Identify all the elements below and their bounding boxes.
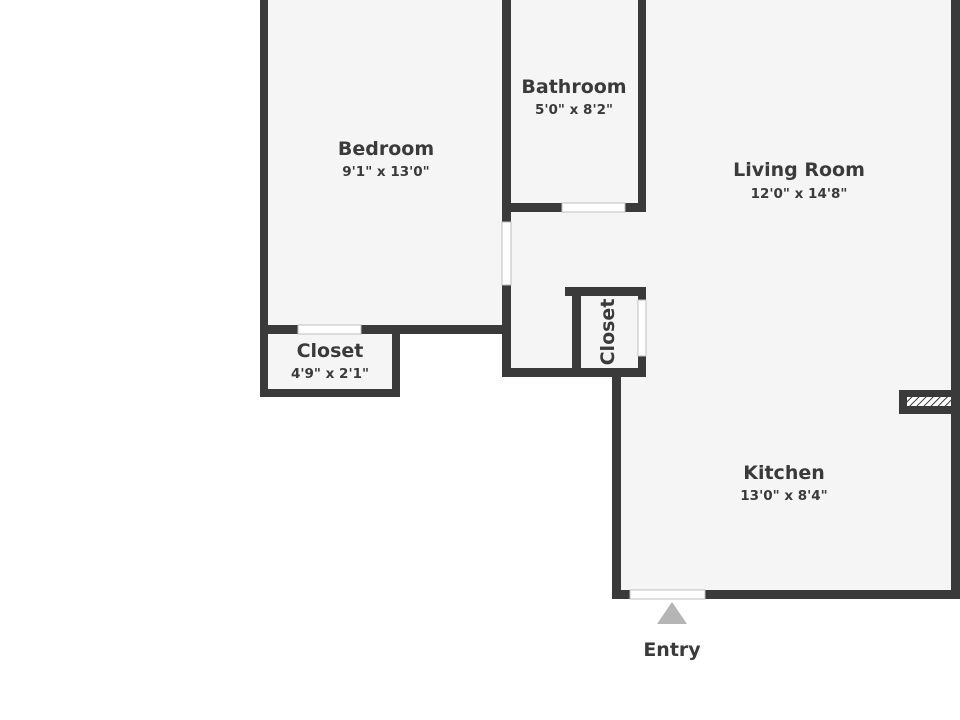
living-room-floor xyxy=(645,0,951,212)
bathroom-dimensions: 5'0" x 8'2" xyxy=(535,102,613,118)
closet-center-floor xyxy=(580,296,638,368)
kitchen-dimensions: 13'0" x 8'4" xyxy=(740,488,827,504)
kitchen-bottom-wall xyxy=(612,590,960,599)
closet-left-label: Closet xyxy=(297,340,364,362)
hall-left-wall xyxy=(502,285,511,377)
bathroom-right-wall xyxy=(638,0,646,212)
living-room-label: Living Room xyxy=(733,159,865,181)
bedroom-floor xyxy=(268,0,502,328)
bedroom-label: Bedroom xyxy=(338,138,434,160)
bathroom-label: Bathroom xyxy=(521,76,626,98)
walls xyxy=(260,0,960,599)
bedroom-right-wall-upper xyxy=(502,0,511,222)
bathroom-door-opening xyxy=(561,202,626,213)
room-labels: Bedroom 9'1" x 13'0" Bathroom 5'0" x 8'2… xyxy=(291,76,865,504)
closet-center-door-opening xyxy=(637,299,647,357)
openings xyxy=(297,202,706,600)
closet-center-top-wall xyxy=(565,287,646,296)
bathroom-floor xyxy=(511,0,638,204)
kitchen-label: Kitchen xyxy=(743,462,825,484)
closet-left-dimensions: 4'9" x 2'1" xyxy=(291,366,369,382)
closet-left-right-wall xyxy=(392,325,400,397)
kitchen-floor xyxy=(620,370,951,590)
closet-center-left-wall xyxy=(572,287,581,377)
entry-door-opening xyxy=(629,589,706,600)
entry-label: Entry xyxy=(643,639,701,661)
entry-marker: Entry xyxy=(643,602,701,661)
closet-center-label: Closet xyxy=(597,299,619,366)
living-room-dimensions: 12'0" x 14'8" xyxy=(751,186,848,202)
bedroom-dimensions: 9'1" x 13'0" xyxy=(342,164,429,180)
counter-hatch-fill xyxy=(907,397,951,406)
closet-left-door-opening xyxy=(297,324,362,335)
counter-hatch xyxy=(907,397,951,406)
floor-areas xyxy=(268,0,953,590)
bedroom-left-wall xyxy=(260,0,268,397)
entry-arrow-icon xyxy=(657,602,687,624)
kitchen-left-wall xyxy=(612,377,621,599)
closet-left-bottom-wall xyxy=(260,389,399,397)
outer-right-wall xyxy=(951,0,960,599)
closet-left-floor xyxy=(268,333,394,391)
bedroom-bottom-wall xyxy=(260,325,510,334)
bedroom-door-opening xyxy=(501,221,512,286)
